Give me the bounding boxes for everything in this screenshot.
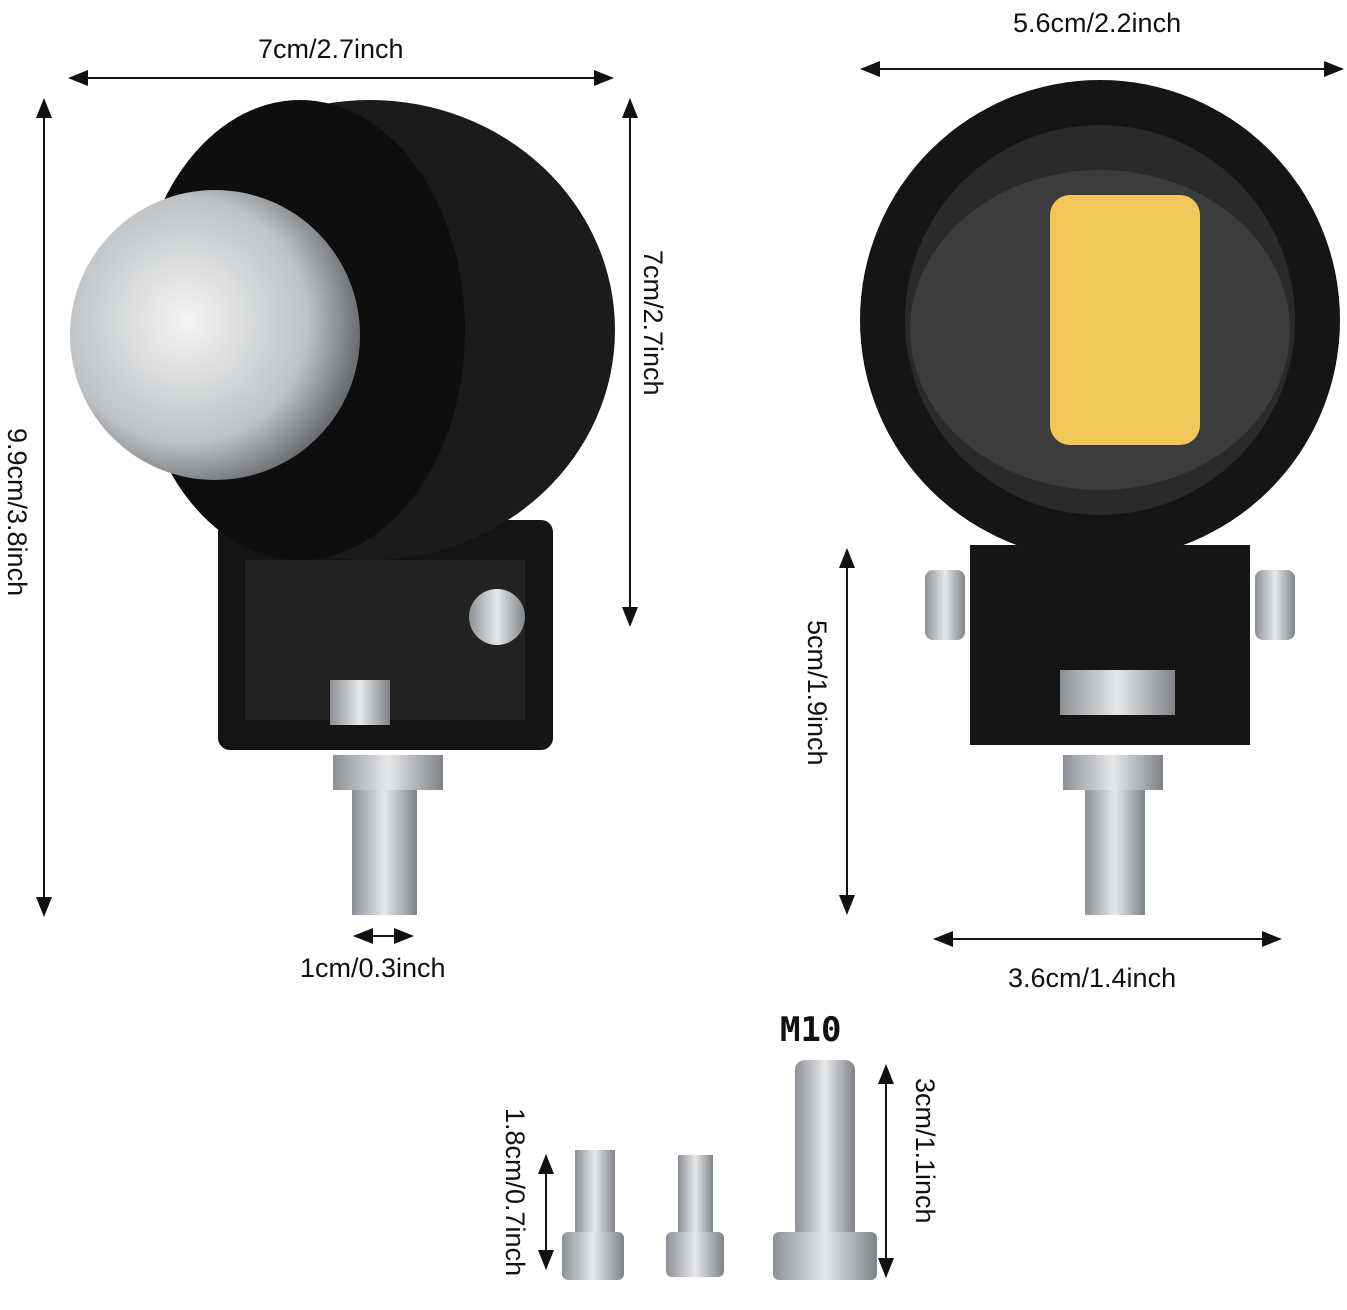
left-light-side-view — [70, 100, 615, 915]
left-width-label: 7cm/2.7inch — [258, 34, 404, 64]
bolt-thread-label: M10 — [780, 1010, 842, 1050]
right-bracket-height-label: 5cm/1.9inch — [802, 620, 832, 766]
long-bolt-length-label: 3cm/1.1inch — [910, 1078, 940, 1224]
left-bolt-width-label: 1cm/0.3inch — [300, 953, 446, 983]
small-screw-length-label: 1.8cm/0.7inch — [500, 1108, 530, 1277]
left-total-height-label: 9.9cm/3.8inch — [2, 428, 32, 597]
left-body-height-label: 7cm/2.7inch — [638, 250, 668, 396]
right-width-label: 5.6cm/2.2inch — [1013, 8, 1182, 38]
right-light-front-view — [860, 80, 1340, 915]
dimension-arrows — [36, 61, 1344, 1278]
right-bracket-width-label: 3.6cm/1.4inch — [1008, 963, 1177, 993]
screws — [562, 1060, 877, 1280]
